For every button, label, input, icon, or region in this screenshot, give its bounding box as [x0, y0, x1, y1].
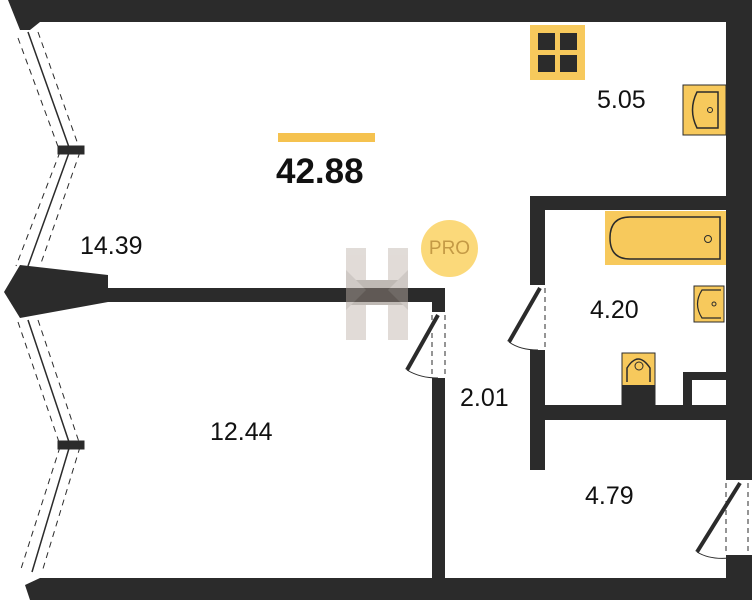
bath-top-wall — [530, 196, 726, 210]
total-area: 42.88 — [276, 152, 364, 191]
stove-icon — [530, 25, 585, 80]
bath-left-wall-lower — [530, 350, 545, 470]
pro-badge: PRO — [421, 220, 478, 277]
top-wall — [8, 0, 752, 30]
room-area-bedroom: 12.44 — [210, 418, 273, 446]
watermark-logo — [346, 248, 408, 340]
right-wall-upper — [726, 0, 752, 480]
bottom-wall — [25, 578, 752, 600]
shaft — [683, 372, 726, 405]
room-area-corridor: 2.01 — [460, 384, 509, 412]
kitchen-sink-icon — [682, 84, 727, 136]
room-area-kitchen: 5.05 — [597, 86, 646, 114]
room-area-bathroom: 4.20 — [590, 296, 639, 324]
toilet-icon — [621, 352, 656, 406]
left-pier — [4, 265, 108, 318]
bathtub-icon — [605, 211, 726, 265]
bath-bottom-wall — [545, 405, 726, 420]
bath-left-wall-upper — [530, 196, 545, 285]
bedroom-wall-upper — [432, 288, 445, 312]
room-area-living: 14.39 — [80, 232, 143, 260]
doors — [405, 287, 749, 559]
windows — [15, 31, 85, 573]
total-area-bar — [278, 133, 375, 142]
bedroom-wall-lower — [432, 378, 445, 578]
room-area-hall: 4.79 — [585, 482, 634, 510]
bathroom-sink-icon — [693, 285, 725, 323]
